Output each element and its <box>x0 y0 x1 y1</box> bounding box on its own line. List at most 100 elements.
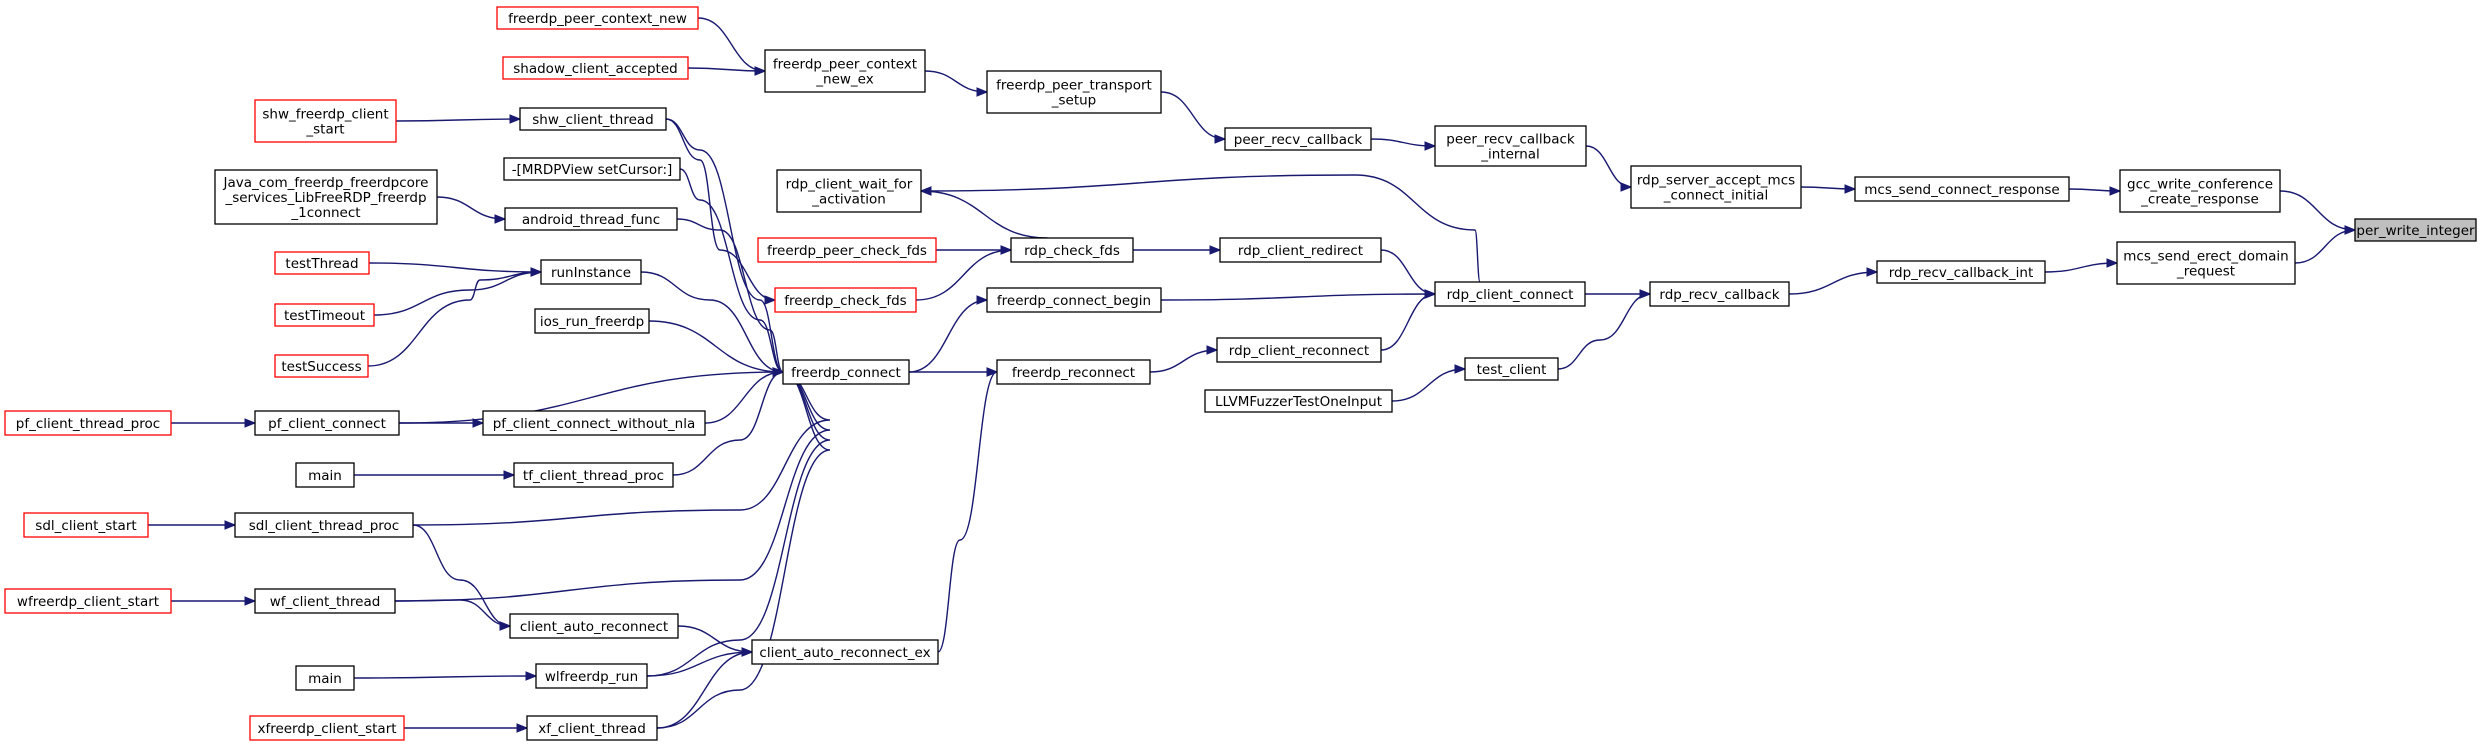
node-pf_client_connect_without_nla[interactable]: pf_client_connect_without_nla <box>482 410 706 436</box>
node-label: rdp_client_wait_for <box>786 177 913 193</box>
edge-line <box>412 524 511 627</box>
node-testTimeout[interactable]: testTimeout <box>274 303 375 327</box>
node-box <box>295 462 355 488</box>
node-freerdp_peer_transport_setup[interactable]: freerdp_peer_transport_setup <box>986 70 1162 114</box>
node-xfreerdp_client_start[interactable]: xfreerdp_client_start <box>249 715 405 741</box>
node-shadow_client_accepted[interactable]: shadow_client_accepted <box>502 56 689 80</box>
node-label: rdp_client_reconnect <box>1229 343 1369 359</box>
edge-arrowhead <box>1454 364 1467 374</box>
edge-client_auto_reconnect-to-client_auto_reconnect_ex <box>677 625 754 657</box>
edge-wfreerdp_client_start-to-wf_client_thread <box>171 596 257 606</box>
node-pf_client_connect[interactable]: pf_client_connect <box>254 410 400 436</box>
node-freerdp_check_fds[interactable]: freerdp_check_fds <box>774 287 917 313</box>
node-freerdp_connect[interactable]: freerdp_connect <box>782 359 910 385</box>
node-MRDPView_setCursor[interactable]: -[MRDPView setCursor:] <box>503 157 681 181</box>
node-box <box>254 99 397 143</box>
edge-arrowhead <box>2109 186 2122 196</box>
node-sdl_client_thread_proc[interactable]: sdl_client_thread_proc <box>234 512 414 538</box>
node-java_connect[interactable]: Java_com_freerdp_freerdpcore_services_Li… <box>214 169 438 225</box>
node-sdl_client_start[interactable]: sdl_client_start <box>23 512 149 538</box>
node-test_client[interactable]: test_client <box>1464 357 1559 381</box>
node-main_tf[interactable]: main <box>295 462 355 488</box>
node-rdp_server_accept_mcs_connect_initial[interactable]: rdp_server_accept_mcs_connect_initial <box>1630 165 1802 209</box>
node-box <box>274 354 369 378</box>
node-rdp_recv_callback_int[interactable]: rdp_recv_callback_int <box>1876 260 2046 284</box>
node-runInstance[interactable]: runInstance <box>540 259 642 285</box>
edge-pf_client_thread_proc-to-pf_client_connect <box>171 418 257 428</box>
node-box <box>513 462 674 488</box>
node-peer_recv_callback_internal[interactable]: peer_recv_callback_internal <box>1434 125 1587 167</box>
edge-sdl_client_start-to-sdl_client_thread_proc <box>148 520 237 530</box>
edge-rdp_recv_callback_int-to-mcs_send_erect_domain_request <box>2044 258 2119 273</box>
node-client_auto_reconnect[interactable]: client_auto_reconnect <box>509 613 679 639</box>
node-freerdp_connect_begin[interactable]: freerdp_connect_begin <box>986 287 1162 313</box>
node-rdp_recv_callback[interactable]: rdp_recv_callback <box>1649 281 1790 307</box>
node-main_wl[interactable]: main <box>295 665 355 691</box>
edge-line <box>2044 262 2118 273</box>
edge-line <box>646 371 831 677</box>
edge-arrowhead <box>1214 134 1227 144</box>
node-freerdp_peer_check_fds[interactable]: freerdp_peer_check_fds <box>757 237 937 263</box>
edge-testThread-to-runInstance <box>368 262 543 277</box>
node-box <box>254 588 396 614</box>
node-rdp_client_wait_for_activation[interactable]: rdp_client_wait_for_activation <box>776 169 922 213</box>
edge-arrowhead <box>1424 289 1437 299</box>
node-gcc_write_conference_create_response[interactable]: gcc_write_conference_create_response <box>2119 169 2281 213</box>
node-label: peer_recv_callback <box>1234 132 1363 148</box>
edge-line <box>1380 249 1436 295</box>
edge-line <box>2279 190 2356 231</box>
node-mcs_send_erect_domain_request[interactable]: mcs_send_erect_domain_request <box>2116 241 2296 285</box>
node-wlfreerdp_run[interactable]: wlfreerdp_run <box>535 663 648 689</box>
node-rdp_client_redirect[interactable]: rdp_client_redirect <box>1219 237 1382 263</box>
node-per_write_integer[interactable]: per_write_integer <box>2354 218 2477 242</box>
node-wf_client_thread[interactable]: wf_client_thread <box>254 588 396 614</box>
node-label: -[MRDPView setCursor:] <box>512 162 673 178</box>
edge-arrowhead <box>1844 184 1857 194</box>
node-box <box>274 303 375 327</box>
edge-main_tf-to-tf_client_thread_proc <box>353 470 516 480</box>
edge-arrowhead <box>1209 245 1222 255</box>
node-label: pf_client_connect_without_nla <box>493 416 696 432</box>
node-android_thread_func[interactable]: android_thread_func <box>504 207 678 231</box>
node-rdp_check_fds[interactable]: rdp_check_fds <box>1010 237 1134 263</box>
node-testSuccess[interactable]: testSuccess <box>274 354 369 378</box>
node-freerdp_peer_context_new[interactable]: freerdp_peer_context_new <box>496 6 699 30</box>
edge-line <box>676 218 784 373</box>
node-freerdp_peer_context_new_ex[interactable]: freerdp_peer_context_new_ex <box>764 49 926 93</box>
edge-arrowhead <box>1424 141 1437 151</box>
node-shw_client_thread[interactable]: shw_client_thread <box>519 107 667 131</box>
edge-peer_recv_callback-to-peer_recv_callback_internal <box>1370 138 1437 151</box>
node-testThread[interactable]: testThread <box>274 251 370 275</box>
node-label: freerdp_peer_check_fds <box>767 243 927 259</box>
node-label: runInstance <box>551 265 631 281</box>
edge-xf_client_thread-to-client_auto_reconnect_ex <box>656 647 754 729</box>
node-box <box>1434 125 1587 167</box>
node-box <box>496 6 699 30</box>
node-box <box>1224 127 1372 151</box>
node-LLVMFuzzerTestOneInput[interactable]: LLVMFuzzerTestOneInput <box>1204 389 1393 413</box>
node-mcs_send_connect_response[interactable]: mcs_send_connect_response <box>1854 176 2070 202</box>
node-label: _connect_initial <box>1663 188 1768 204</box>
edge-testSuccess-to-runInstance <box>367 267 543 367</box>
node-pf_client_thread_proc[interactable]: pf_client_thread_proc <box>4 410 172 436</box>
edge-arrowhead <box>503 470 516 480</box>
node-shw_freerdp_client_start[interactable]: shw_freerdp_client_start <box>254 99 397 143</box>
node-client_auto_reconnect_ex[interactable]: client_auto_reconnect_ex <box>751 639 939 665</box>
node-label: pf_client_connect <box>268 416 386 432</box>
node-wfreerdp_client_start[interactable]: wfreerdp_client_start <box>4 588 172 614</box>
node-ios_run_freerdp[interactable]: ios_run_freerdp <box>534 308 650 334</box>
node-tf_client_thread_proc[interactable]: tf_client_thread_proc <box>513 462 674 488</box>
node-freerdp_reconnect[interactable]: freerdp_reconnect <box>996 359 1151 385</box>
node-box <box>509 613 679 639</box>
node-label: sdl_client_start <box>35 518 136 534</box>
edge-arrowhead <box>509 114 522 124</box>
node-rdp_client_reconnect[interactable]: rdp_client_reconnect <box>1216 337 1382 363</box>
node-xf_client_thread[interactable]: xf_client_thread <box>526 715 658 741</box>
node-peer_recv_callback[interactable]: peer_recv_callback <box>1224 127 1372 151</box>
node-label: _new_ex <box>815 72 873 88</box>
edge-arrowhead <box>764 295 777 305</box>
edge-line <box>920 174 1481 283</box>
node-rdp_client_connect[interactable]: rdp_client_connect <box>1434 281 1586 307</box>
node-box <box>757 237 937 263</box>
node-label: main <box>308 671 342 687</box>
